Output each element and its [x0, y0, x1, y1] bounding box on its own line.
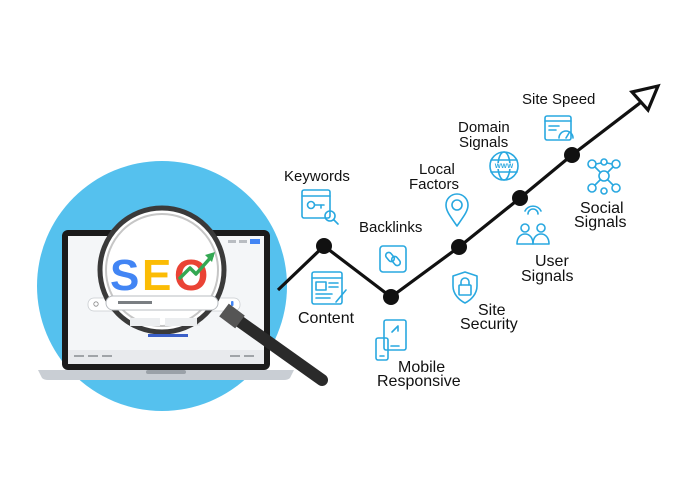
security-lock-icon — [452, 271, 478, 304]
laptop-base — [38, 370, 294, 380]
speed-gauge-icon — [544, 115, 574, 141]
seo-letter-o: O — [174, 251, 208, 300]
screen-footer-link — [102, 355, 112, 357]
www-globe-icon: WWW — [489, 151, 519, 181]
link-icon — [379, 245, 407, 273]
magnifier-lens-inner — [105, 213, 219, 327]
magnified-search-box — [105, 295, 219, 311]
label-security-line1: Site — [478, 302, 506, 319]
trend-line — [276, 83, 661, 305]
users-icon — [516, 205, 550, 245]
label-user-line1: User — [535, 253, 569, 270]
factor-labels: Keywords Content Backlinks Mobile Respon… — [284, 91, 626, 390]
responsive-devices-icon — [375, 319, 407, 361]
trend-node — [512, 190, 528, 206]
svg-text:WWW: WWW — [495, 163, 514, 170]
label-content: Content — [298, 310, 355, 327]
seo-trend-arrowhead — [205, 252, 215, 262]
magnifier-collar — [219, 303, 245, 329]
label-security-line2: Security — [460, 316, 518, 333]
magnified-button-2 — [165, 318, 197, 326]
label-backlinks: Backlinks — [359, 219, 422, 236]
magnified-button-1 — [130, 318, 160, 326]
label-user-line2: Signals — [521, 268, 573, 285]
trend-node — [564, 147, 580, 163]
seo-trend-arrow — [178, 254, 214, 280]
social-network-icon — [587, 158, 621, 195]
label-local-line1: Local — [419, 161, 455, 178]
magnifier-handle — [226, 310, 328, 386]
label-keywords: Keywords — [284, 168, 350, 185]
trend-node — [451, 239, 467, 255]
trend-node — [383, 289, 399, 305]
screen-signin-button — [250, 239, 260, 244]
laptop-base-notch — [146, 370, 186, 374]
screen-footer-link — [74, 355, 84, 357]
screen-footer-link — [230, 355, 240, 357]
laptop-illustration: Search Near Me Google Search I'm Feeling… — [37, 161, 328, 411]
trend-arrowhead — [629, 83, 661, 113]
magnified-search-text — [118, 301, 152, 304]
label-domain-line2: Signals — [459, 134, 508, 151]
screen-footer-link — [244, 355, 254, 357]
screen-mini-link — [228, 240, 236, 243]
label-social-line2: Signals — [574, 214, 626, 231]
screen-mic-icon — [231, 301, 234, 306]
trend-node — [316, 238, 332, 254]
label-social-line1: Social — [580, 200, 624, 217]
seo-letter-s: S — [110, 251, 139, 300]
content-document-icon — [311, 271, 347, 305]
label-local-line2: Factors — [409, 176, 459, 193]
screen-footer-link — [88, 355, 98, 357]
screen-mini-link — [239, 240, 247, 243]
magnified-link-text — [148, 334, 188, 337]
screen-search-icon — [93, 301, 99, 307]
label-site-speed: Site Speed — [522, 91, 595, 108]
seo-letter-e: E — [142, 251, 171, 300]
keyword-search-icon — [301, 189, 339, 225]
label-mobile-line2: Responsive — [377, 373, 461, 390]
location-pin-icon — [445, 193, 469, 227]
screen-footer — [68, 350, 264, 364]
label-domain-line1: Domain — [458, 119, 510, 136]
label-mobile-line1: Mobile — [398, 359, 445, 376]
